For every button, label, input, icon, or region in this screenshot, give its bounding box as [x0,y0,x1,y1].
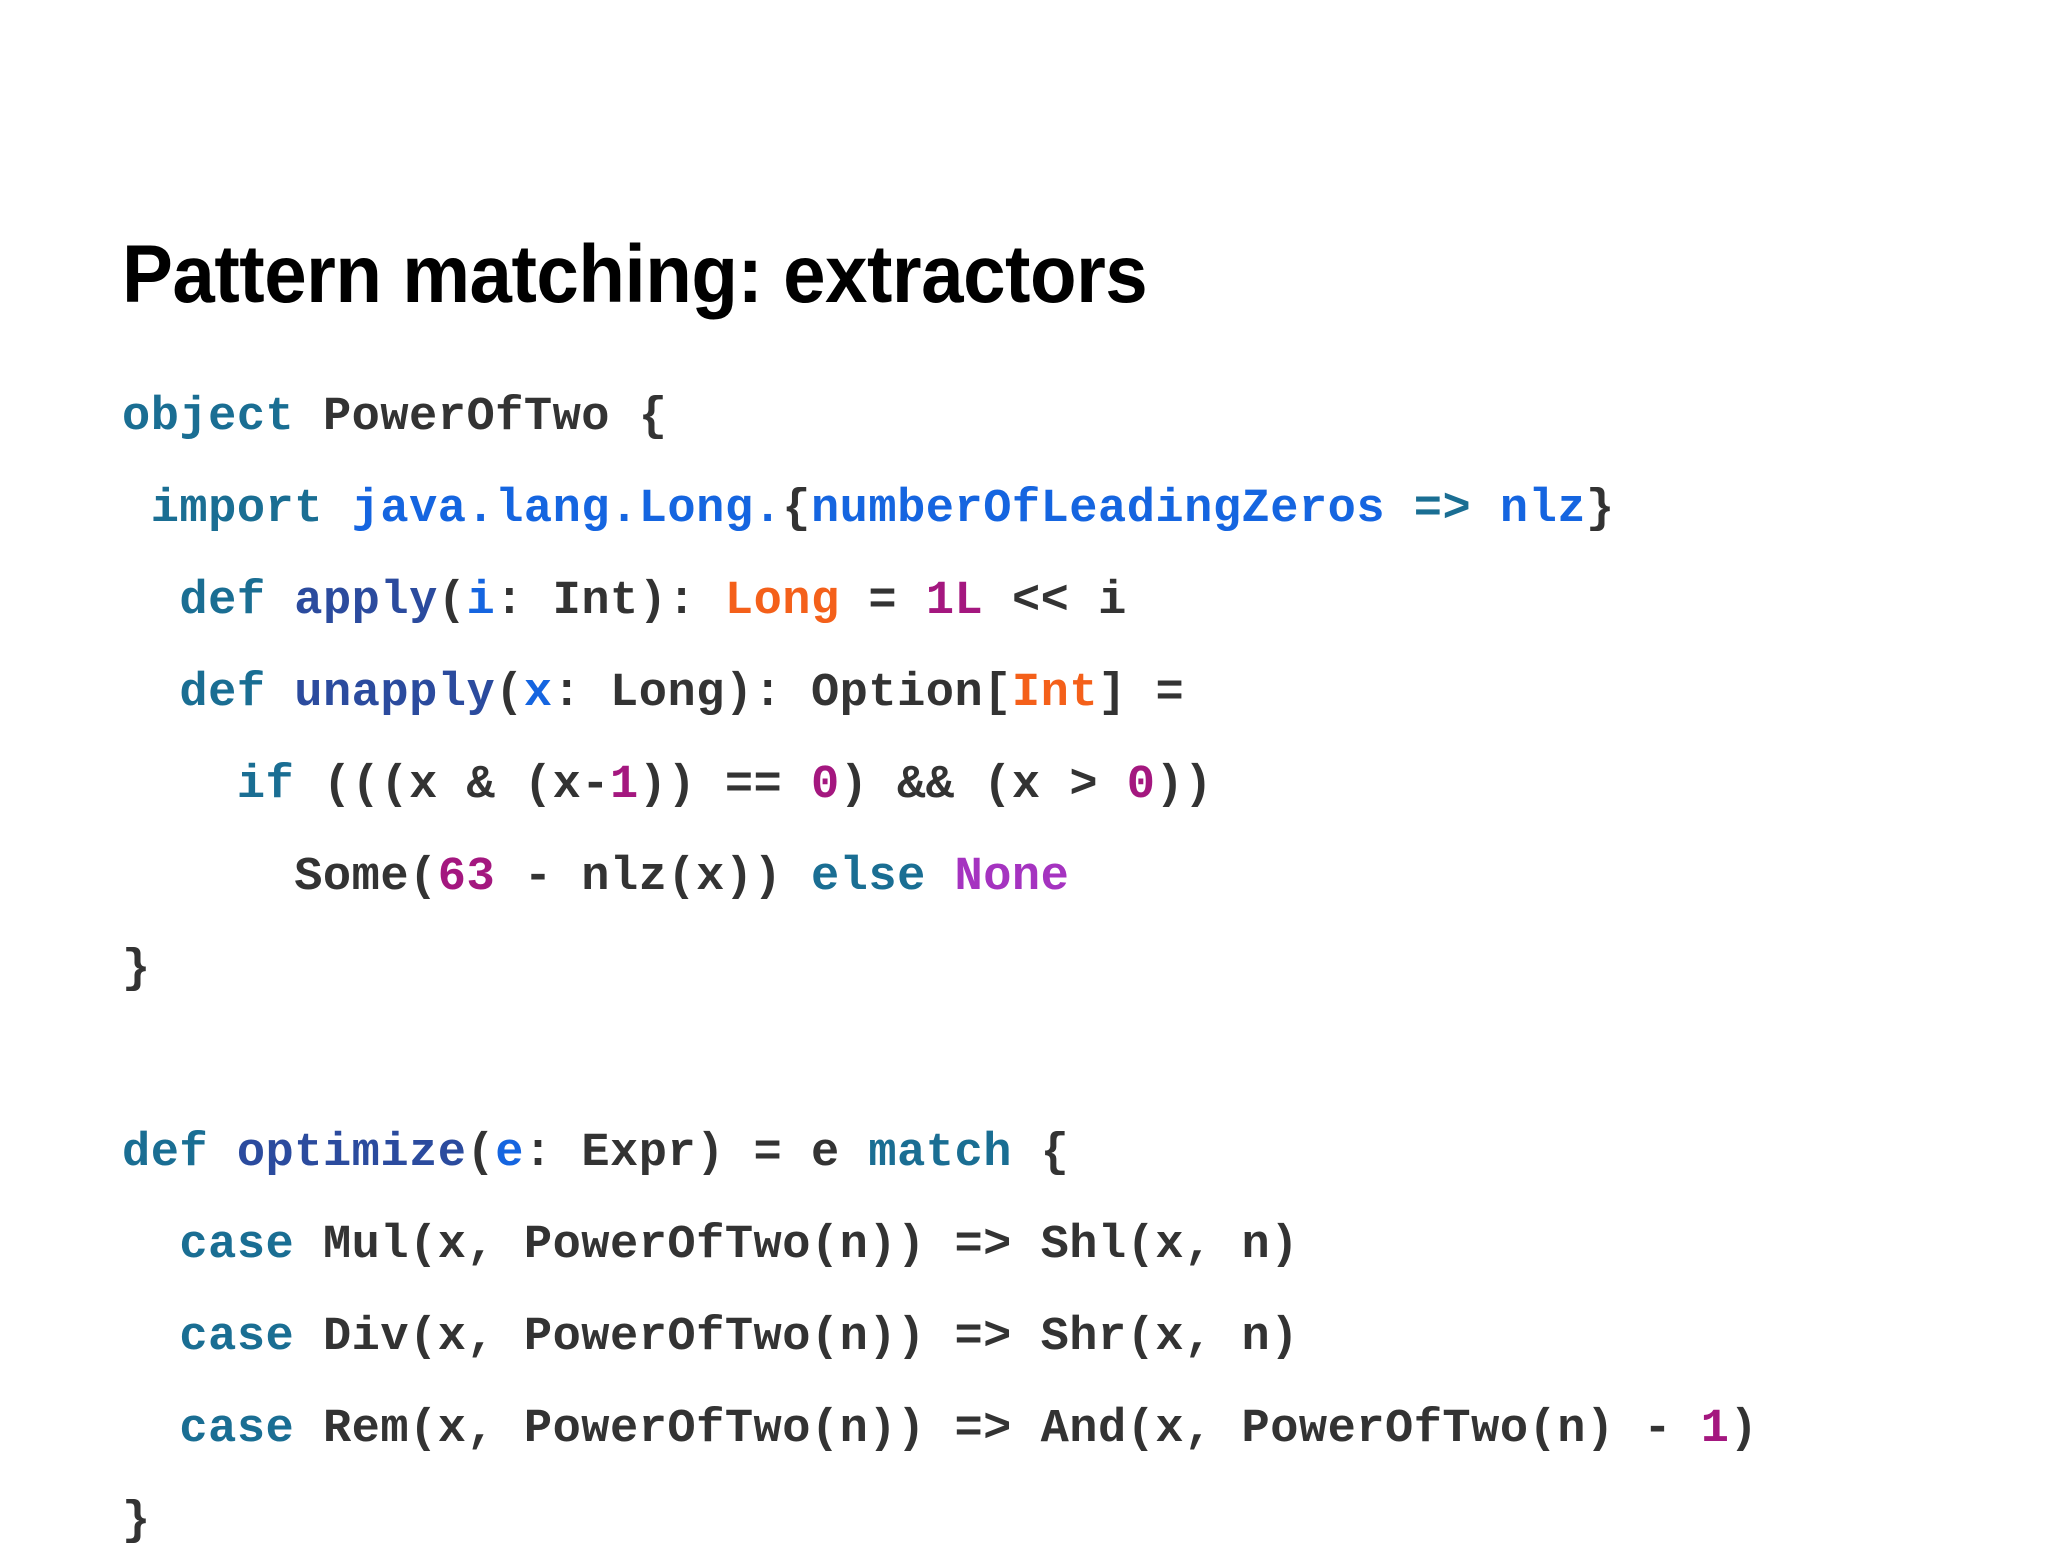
code-token-identifier: i [466,575,496,628]
code-token-plain [122,1219,179,1272]
line-object: object PowerOfTwo { [122,372,1982,464]
code-token-plain [208,1127,237,1180]
line-case-rem: case Rem(x, PowerOfTwo(n)) => And(x, Pow… [122,1384,1982,1476]
code-token-keyword: case [179,1219,295,1272]
code-token-plain: << i [983,575,1127,628]
code-token-plain: )) [1155,759,1213,812]
code-token-method: unapply [294,667,496,720]
code-token-keyword: object [122,391,295,444]
code-token-method: optimize [236,1127,467,1180]
code-token-keyword: def [122,1127,209,1180]
code-token-plain: } [122,943,151,996]
page-title: Pattern matching: extractors [122,228,1148,320]
code-token-number: 0 [810,759,840,812]
code-token-plain [926,851,955,904]
code-token-plain: } [1586,483,1615,536]
code-token-plain [122,667,179,720]
slide-root: Pattern matching: extractors object Powe… [122,228,1758,1548]
code-token-plain: Mul(x, PowerOfTwo(n)) => Shl(x, n) [294,1219,1299,1272]
code-token-number: 1 [610,759,639,812]
line-import: import java.lang.Long.{numberOfLeadingZe… [122,464,1982,556]
code-token-number: 1 [1700,1403,1730,1456]
code-token-plain: Div(x, PowerOfTwo(n)) => Shr(x, n) [294,1311,1299,1364]
code-token-plain: Rem(x, PowerOfTwo(n)) => And(x, PowerOfT… [294,1403,1701,1456]
code-token-plain: ( [495,667,524,720]
code-token-plain [122,1311,179,1364]
code-token-keyword: def [179,667,266,720]
code-token-identifier: java.lang.Long. [351,483,783,536]
code-token-keyword: import [150,483,323,536]
code-token-type: Long [724,575,840,628]
code-token-method: apply [294,575,438,628]
code-token-plain: ( [437,575,467,628]
code-token-type: Int [1011,667,1099,720]
code-token-plain: ( [466,1127,496,1180]
code-token-keyword: => [1413,483,1472,536]
code-token-number: 1L [925,575,984,628]
line-case-mul: case Mul(x, PowerOfTwo(n)) => Shl(x, n) [122,1200,1982,1292]
code-token-plain [122,1403,179,1456]
line-apply: def apply(i: Int): Long = 1L << i [122,556,1982,648]
code-token-keyword: def [179,575,266,628]
code-token-identifier: e [495,1127,524,1180]
line-some: Some(63 - nlz(x)) else None [122,832,1982,924]
code-token-plain: ) && (x > [839,759,1127,812]
code-token-plain: : Long): Option[ [552,667,1012,720]
code-token-plain: (((x & (x- [294,759,611,812]
code-token-plain [1385,483,1414,536]
code-token-plain: ] = [1098,667,1185,720]
code-token-plain [323,483,352,536]
code-token-plain [122,483,151,536]
code-token-number: 63 [437,851,496,904]
line-close-object: } [122,924,1982,1016]
line-if: if (((x & (x-1)) == 0) && (x > 0)) [122,740,1982,832]
code-token-special: None [954,851,1070,904]
code-token-plain: PowerOfTwo { [294,391,668,444]
code-token-plain [266,575,295,628]
line-case-div: case Div(x, PowerOfTwo(n)) => Shr(x, n) [122,1292,1982,1384]
code-token-plain [1471,483,1500,536]
code-token-plain [122,759,237,812]
code-block: object PowerOfTwo { import java.lang.Lon… [122,372,1982,1568]
code-token-keyword: if [236,759,295,812]
line-close-match: } [122,1476,1982,1568]
code-token-keyword: case [179,1311,295,1364]
code-token-identifier: nlz [1499,483,1587,536]
line-blank [122,1016,1982,1108]
code-token-plain: { [782,483,811,536]
code-token-identifier: numberOfLeadingZeros [810,483,1386,536]
code-token-identifier: x [523,667,553,720]
code-token-number: 0 [1126,759,1156,812]
code-token-plain: : Int): [495,575,725,628]
code-token-plain [266,667,295,720]
code-token-keyword: case [179,1403,295,1456]
code-token-plain: Some( [122,851,438,904]
code-token-plain: } [122,1495,151,1548]
code-token-keyword: else [810,851,926,904]
code-token-plain: : Expr) = e [523,1127,869,1180]
code-token-plain: { [1011,1127,1070,1180]
code-token-plain: )) == [638,759,811,812]
line-optimize: def optimize(e: Expr) = e match { [122,1108,1982,1200]
code-token-plain: = [839,575,926,628]
code-token-plain: - nlz(x)) [495,851,811,904]
code-token-plain [122,575,179,628]
code-token-keyword: match [868,1127,1012,1180]
code-token-plain: ) [1729,1403,1759,1456]
line-unapply: def unapply(x: Long): Option[Int] = [122,648,1982,740]
